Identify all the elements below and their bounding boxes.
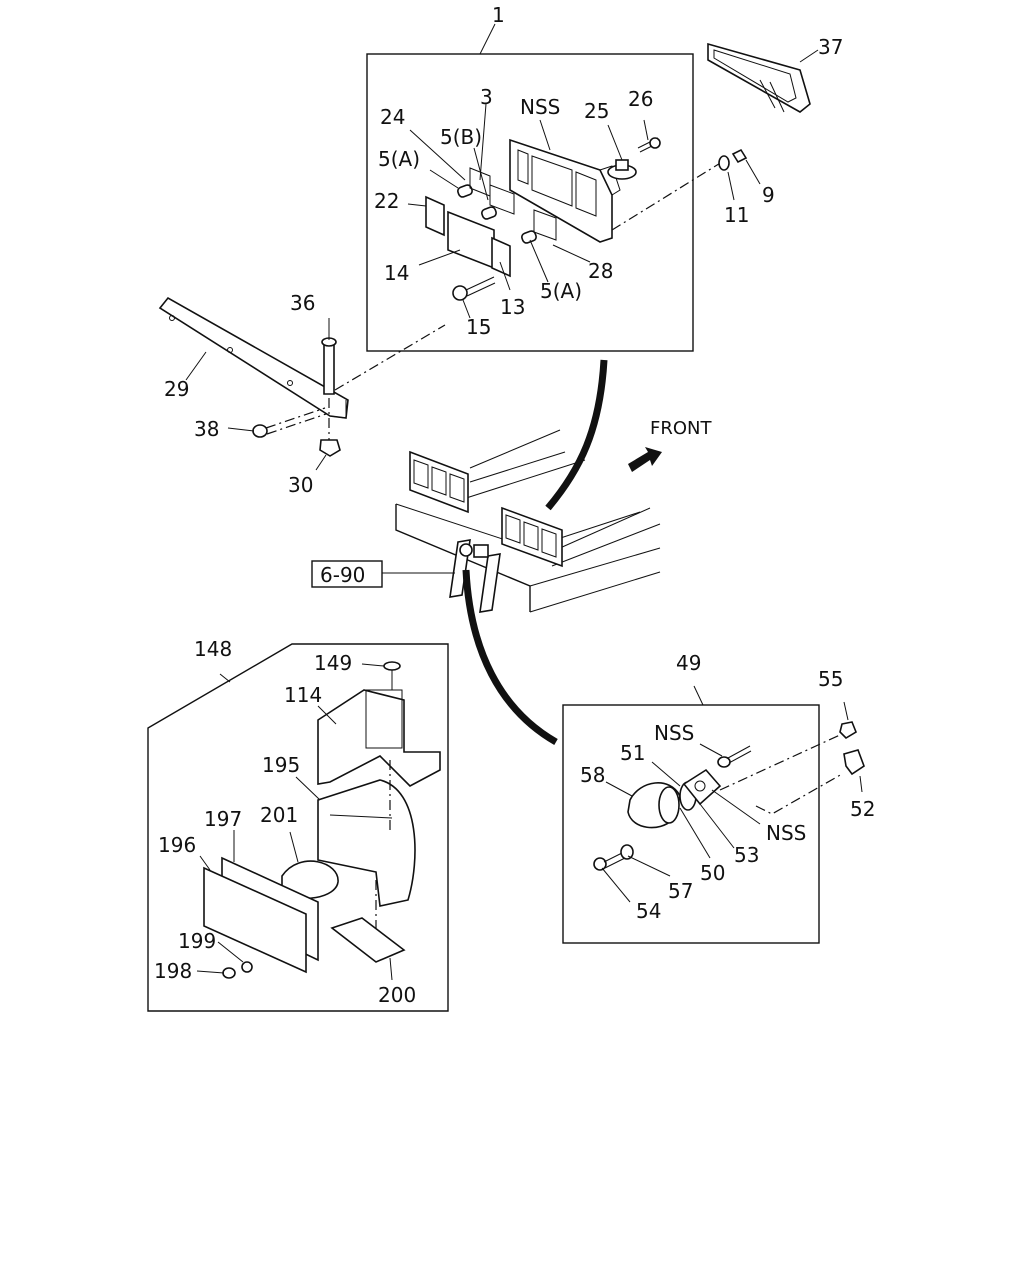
label-49: 49 — [676, 651, 701, 675]
label-195: 195 — [262, 753, 300, 777]
label-9: 9 — [762, 183, 775, 207]
part-37-cover — [707, 42, 819, 113]
label-25: 25 — [584, 99, 609, 123]
label-29: 29 — [164, 377, 189, 401]
part-55-nut — [839, 721, 857, 740]
assembly-148-box — [147, 643, 449, 1012]
label-nss-1: NSS — [520, 95, 560, 119]
label-199: 199 — [178, 929, 216, 953]
label-3: 3 — [480, 85, 493, 109]
label-36: 36 — [290, 291, 315, 315]
label-58: 58 — [580, 763, 605, 787]
label-197: 197 — [204, 807, 242, 831]
label-51: 51 — [620, 741, 645, 765]
label-54: 54 — [636, 899, 661, 923]
label-57: 57 — [668, 879, 693, 903]
label-5b: 5(B) — [440, 125, 482, 149]
ref-box-6-90 — [311, 560, 383, 588]
label-148: 148 — [194, 637, 232, 661]
label-15: 15 — [466, 315, 491, 339]
lamp-housing-part — [509, 138, 621, 243]
label-26: 26 — [628, 87, 653, 111]
label-201: 201 — [260, 803, 298, 827]
label-53: 53 — [734, 843, 759, 867]
label-22: 22 — [374, 189, 399, 213]
label-196: 196 — [158, 833, 196, 857]
label-14: 14 — [384, 261, 409, 285]
label-38: 38 — [194, 417, 219, 441]
callout-labels: 1 37 3 NSS 25 26 24 5(B) 5(A) 22 9 11 14… — [154, 3, 875, 1007]
label-149: 149 — [314, 651, 352, 675]
label-55: 55 — [818, 667, 843, 691]
label-13: 13 — [500, 295, 525, 319]
leader-curve-top — [545, 359, 608, 511]
label-198: 198 — [154, 959, 192, 983]
label-28: 28 — [588, 259, 613, 283]
label-30: 30 — [288, 473, 313, 497]
leader-curve-bottom — [462, 569, 558, 746]
label-37: 37 — [818, 35, 843, 59]
label-50: 50 — [700, 861, 725, 885]
part-52-connector — [843, 749, 865, 776]
assembly-1-box — [366, 23, 761, 352]
label-5a-2: 5(A) — [540, 279, 582, 303]
label-114: 114 — [284, 683, 322, 707]
vehicle-frame — [382, 429, 661, 613]
label-nss-3: NSS — [766, 821, 806, 845]
label-1: 1 — [492, 3, 505, 27]
assembly-49-box — [562, 685, 843, 944]
label-52: 52 — [850, 797, 875, 821]
label-200: 200 — [378, 983, 416, 1007]
label-11: 11 — [724, 203, 749, 227]
label-24: 24 — [380, 105, 405, 129]
bracket-29 — [158, 296, 446, 471]
label-front: FRONT — [650, 418, 712, 439]
label-nss-2: NSS — [654, 721, 694, 745]
front-arrow-icon — [628, 447, 662, 472]
label-ref-6-90: 6-90 — [320, 563, 365, 587]
label-5a-1: 5(A) — [378, 147, 420, 171]
